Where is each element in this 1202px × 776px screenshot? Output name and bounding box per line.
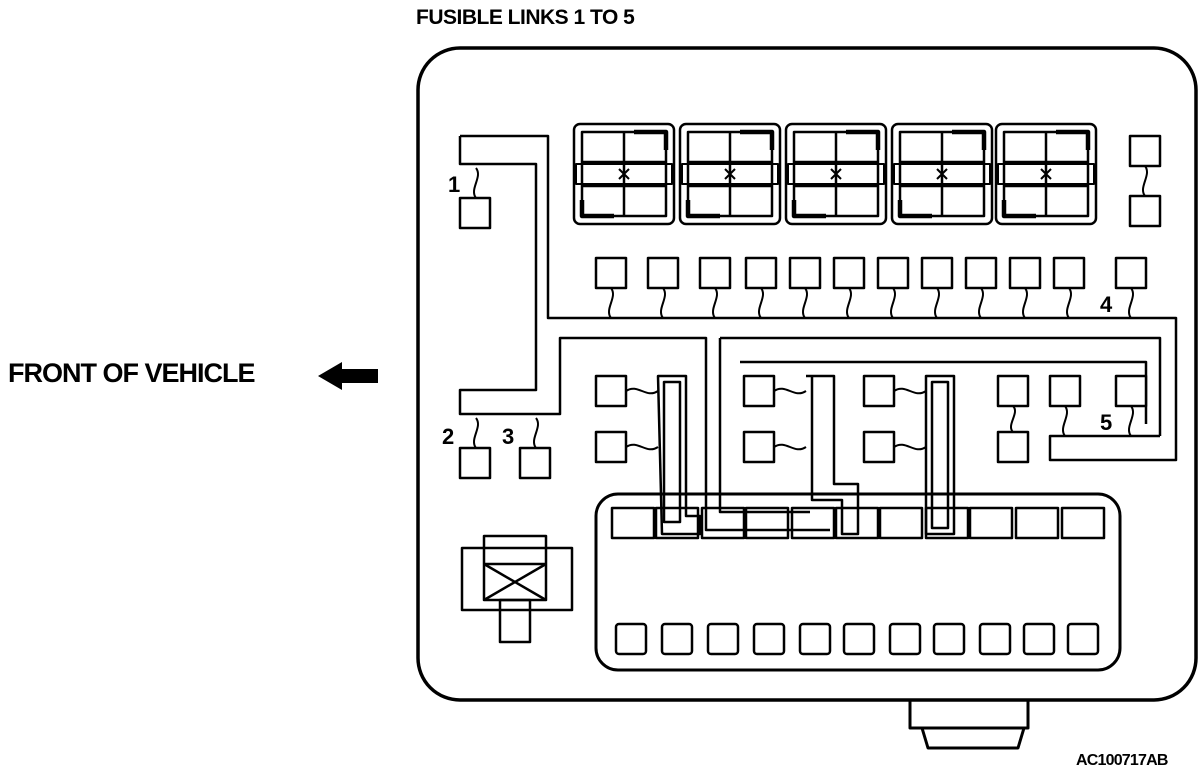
- fuse-element-19: [1128, 405, 1134, 437]
- fuse-slot-27: [1114, 374, 1148, 408]
- fuse-slot-4: [1128, 134, 1162, 168]
- connector-pin-bottom-9: [978, 622, 1012, 656]
- fuse-slot-18: [594, 374, 628, 408]
- fuse-element-1: [473, 167, 479, 199]
- fusible-link-block-1: [572, 122, 676, 226]
- fuse-slot-5: [1128, 194, 1162, 228]
- fuse-slot-12: [876, 256, 910, 290]
- link-number-5: 5: [1100, 410, 1112, 435]
- connector-pin-bottom-7: [888, 622, 922, 656]
- connector-pin-top-5: [790, 506, 836, 540]
- link-number-1: 1: [448, 172, 460, 197]
- fuse-element-5: [608, 287, 614, 319]
- fuse-box-housing: [416, 46, 1198, 702]
- fusible-link-block-5: [994, 122, 1098, 226]
- fuse-slot-23: [862, 430, 896, 464]
- connector-pin-top-10: [1014, 506, 1060, 540]
- fuse-slot-9: [744, 256, 778, 290]
- fuse-slot-8: [698, 256, 732, 290]
- fuse-slot-2: [458, 446, 492, 480]
- link-number-3: 3: [502, 424, 514, 449]
- connector-pin-top-7: [878, 506, 924, 540]
- fuse-element-21: [625, 443, 659, 451]
- bus-bars: [656, 374, 956, 536]
- fuse-slot-7: [646, 256, 680, 290]
- connector-pin-bottom-2: [660, 622, 694, 656]
- connector-pin-bottom-6: [842, 622, 876, 656]
- fuse-slot-10: [788, 256, 822, 290]
- figure-code: AC100717AB: [1076, 752, 1168, 769]
- fuse-slot-13: [920, 256, 954, 290]
- fuse-element-4: [1142, 165, 1148, 197]
- connector-pin-bottom-4: [752, 622, 786, 656]
- fuse-element-25: [893, 443, 927, 451]
- relay: [460, 534, 574, 644]
- connector-pin-top-11: [1060, 506, 1106, 540]
- fuse-element-9: [802, 287, 808, 319]
- fuse-slot-17: [1114, 256, 1148, 290]
- fuse-element-8: [758, 287, 764, 319]
- fuse-element-13: [978, 287, 984, 319]
- fuse-element-22: [773, 387, 807, 395]
- fuse-element-10: [846, 287, 852, 319]
- diagram-title: FUSIBLE LINKS 1 TO 5: [416, 6, 635, 29]
- connector-pin-top-9: [968, 506, 1014, 540]
- link-number-4: 4: [1100, 292, 1113, 317]
- fuse-element-2: [473, 417, 479, 449]
- fuse-element-7: [712, 287, 718, 319]
- fuse-slot-22: [862, 374, 896, 408]
- fusible-link-block-4: [890, 122, 994, 226]
- circuit-traces: [458, 134, 1178, 532]
- fuse-element-23: [773, 443, 807, 451]
- fuse-slot-1: [458, 196, 492, 230]
- fuse-element-16: [1128, 287, 1134, 319]
- fuse-element-3: [533, 417, 539, 449]
- fuse-element-20: [625, 387, 659, 395]
- fuse-element-12: [934, 287, 940, 319]
- fuse-slot-24: [996, 374, 1030, 408]
- fuse-slot-19: [594, 430, 628, 464]
- fuse-element-18: [1062, 405, 1068, 437]
- fuse-element-6: [660, 287, 666, 319]
- fuse-slot-15: [1008, 256, 1042, 290]
- fuse-slot-11: [832, 256, 866, 290]
- fuse-element-15: [1066, 287, 1072, 319]
- connector-pin-bottom-8: [932, 622, 966, 656]
- fuse-slot-21: [742, 430, 776, 464]
- fuse-element-11: [890, 287, 896, 319]
- fuse-element-17: [1010, 405, 1016, 433]
- fuse-slot-20: [742, 374, 776, 408]
- fuse-slot-26: [1048, 374, 1082, 408]
- connector-pin-top-1: [610, 506, 656, 540]
- fuse-slot-16: [1052, 256, 1086, 290]
- housing-connector-nub: [908, 700, 1030, 750]
- connector-pin-bottom-11: [1066, 622, 1100, 656]
- fuse-element-14: [1022, 287, 1028, 319]
- connector-pin-bottom-3: [706, 622, 740, 656]
- fuse-slot-3: [518, 446, 552, 480]
- fusible-link-block-3: [784, 122, 888, 226]
- connector-pin-bottom-5: [798, 622, 832, 656]
- fusible-link-block-2: [678, 122, 782, 226]
- connector-pin-bottom-1: [614, 622, 648, 656]
- link-number-2: 2: [442, 424, 454, 449]
- front-of-vehicle-label: FRONT OF VEHICLE: [8, 358, 255, 388]
- arrow-left-icon: [318, 362, 378, 390]
- fuse-slot-25: [996, 430, 1030, 464]
- fuse-element-24: [893, 387, 927, 395]
- fuse-slot-6: [594, 256, 628, 290]
- fuse-slot-14: [964, 256, 998, 290]
- connector-pin-bottom-10: [1022, 622, 1056, 656]
